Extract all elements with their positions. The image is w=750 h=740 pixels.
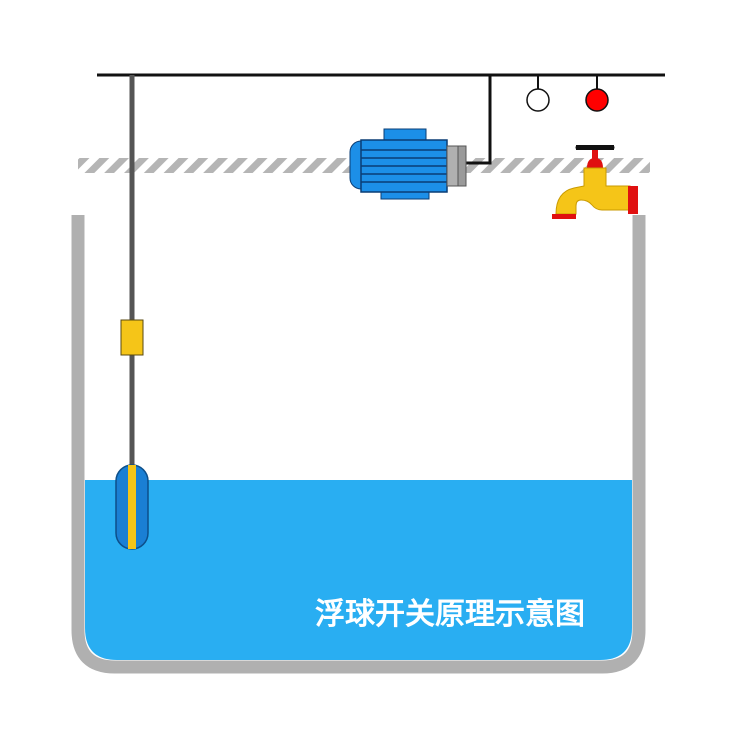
tank-wall: [71, 215, 646, 674]
water: [85, 480, 632, 660]
counterweight-icon: [120, 319, 144, 356]
faucet-icon: [552, 145, 638, 219]
lamp-off: [526, 88, 550, 112]
lamp-on: [585, 88, 609, 112]
pump-motor-icon: [349, 128, 467, 200]
motor-wire: [466, 75, 492, 165]
diagram-caption: 浮球开关原理示意图: [315, 597, 585, 632]
float-switch-icon: [115, 464, 149, 550]
